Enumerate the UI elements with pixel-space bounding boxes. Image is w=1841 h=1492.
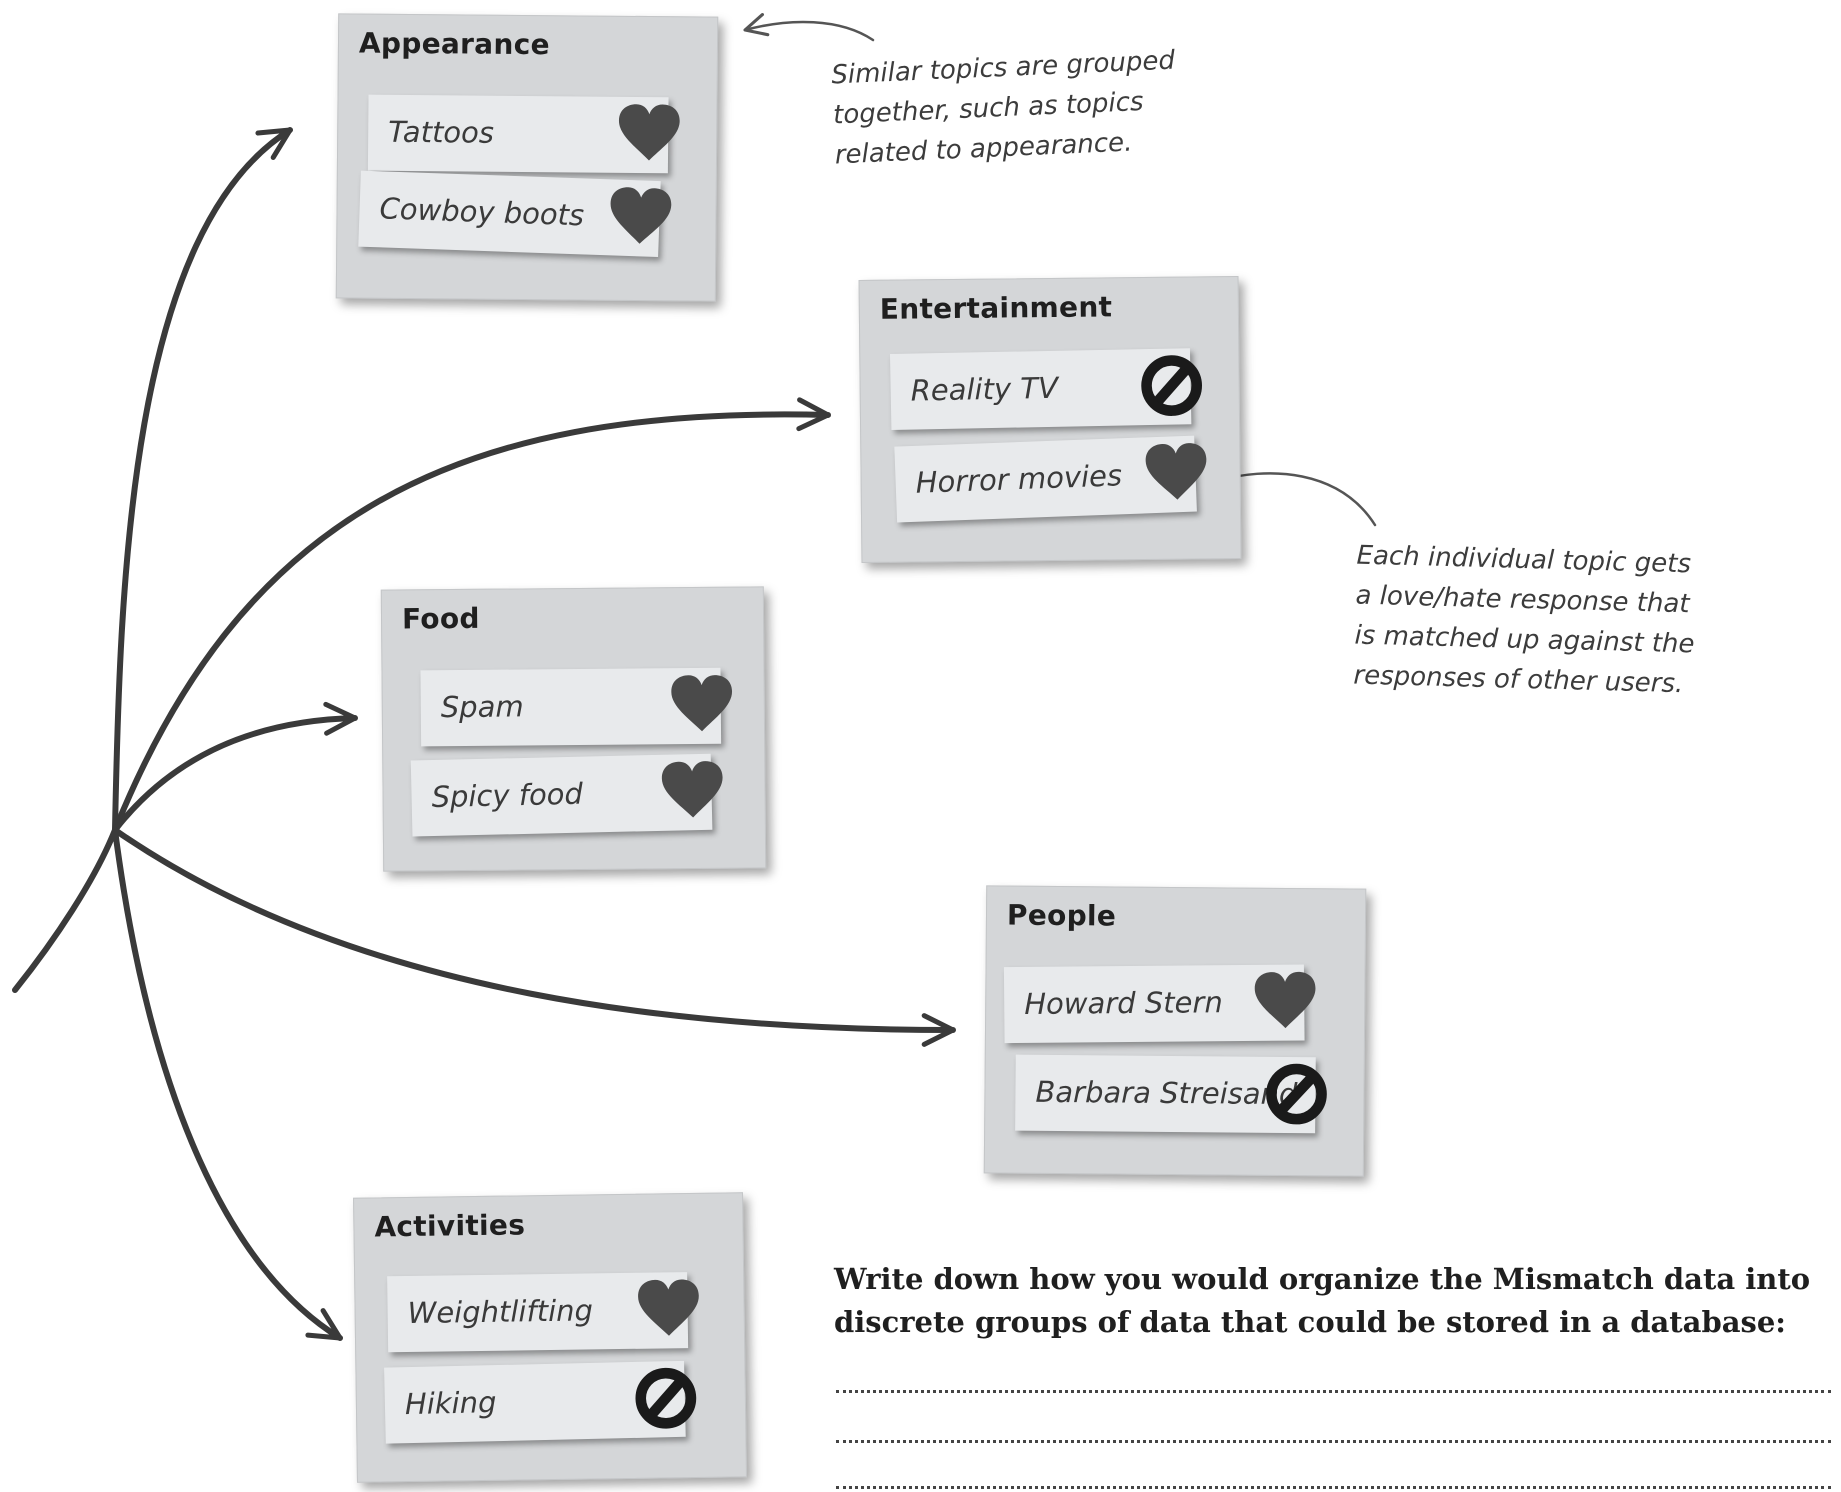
group-card-appearance: Appearance Tattoos Cowboy boots	[335, 13, 719, 302]
group-card-entertainment: Entertainment Reality TV Horror movies	[858, 276, 1242, 563]
topic-item: Howard Stern	[1003, 964, 1316, 1044]
arrow-to-appearance	[112, 127, 293, 833]
topic-item: Tattoos	[367, 94, 680, 174]
heart-icon	[606, 183, 674, 251]
arrow-to-entertainment	[112, 397, 831, 833]
prohibited-icon	[632, 1365, 699, 1432]
topic-label: Reality TV	[910, 370, 1059, 408]
root-arrow	[12, 827, 118, 993]
arrow-to-activities	[112, 827, 343, 1341]
note-grouped-topics: Similar topics are grouped together, suc…	[831, 41, 1180, 176]
topic-item: Horror movies	[894, 435, 1207, 523]
exercise-prompt: Write down how you would organize the Mi…	[834, 1258, 1834, 1344]
topic-label: Weightlifting	[407, 1293, 594, 1330]
topic-label: Howard Stern	[1024, 985, 1223, 1021]
topic-label: Horror movies	[915, 458, 1123, 500]
group-title: Food	[401, 601, 480, 636]
topic-item: Spicy food	[410, 753, 723, 837]
heart-icon	[659, 757, 726, 824]
topic-item: Reality TV	[889, 348, 1202, 430]
topic-label: Spam	[440, 689, 524, 725]
answer-line-2[interactable]	[836, 1440, 1831, 1443]
note-love-hate-response: Each individual topic gets a love/hate r…	[1353, 536, 1697, 705]
prompt-line: discrete groups of data that could be st…	[834, 1305, 1787, 1339]
arrow-to-people	[112, 827, 956, 1047]
topic-item: Cowboy boots	[358, 170, 672, 258]
note-arrow-grouped	[743, 13, 875, 42]
heart-icon	[669, 672, 736, 739]
topic-item: Barbara Streisand	[1015, 1054, 1327, 1134]
group-title: Entertainment	[879, 290, 1113, 326]
group-card-activities: Activities Weightlifting Hiking	[353, 1192, 747, 1483]
group-title: Appearance	[358, 26, 551, 62]
topic-label: Cowboy boots	[379, 191, 585, 233]
topic-label: Spicy food	[431, 776, 584, 815]
topic-item: Hiking	[384, 1360, 697, 1444]
heart-icon	[635, 1276, 702, 1343]
answer-line-3[interactable]	[836, 1486, 1831, 1489]
prohibited-icon	[1138, 352, 1205, 419]
heart-icon	[1252, 968, 1319, 1035]
heart-icon	[616, 101, 683, 168]
prohibited-icon	[1263, 1061, 1330, 1128]
topic-item: Spam	[420, 667, 733, 747]
group-card-people: People Howard Stern Barbara Streisand	[983, 885, 1367, 1177]
answer-line-1[interactable]	[836, 1390, 1831, 1393]
topic-label: Hiking	[404, 1385, 497, 1422]
group-title: People	[1006, 898, 1117, 933]
prompt-line: Write down how you would organize the Mi…	[834, 1262, 1811, 1296]
group-card-food: Food Spam Spicy food	[380, 586, 767, 872]
group-title: Activities	[374, 1208, 526, 1244]
heart-icon	[1142, 439, 1210, 507]
topic-item: Weightlifting	[387, 1272, 699, 1353]
arrow-to-food	[112, 701, 358, 833]
topic-label: Barbara Streisand	[1035, 1074, 1298, 1112]
topic-label: Tattoos	[388, 114, 495, 150]
